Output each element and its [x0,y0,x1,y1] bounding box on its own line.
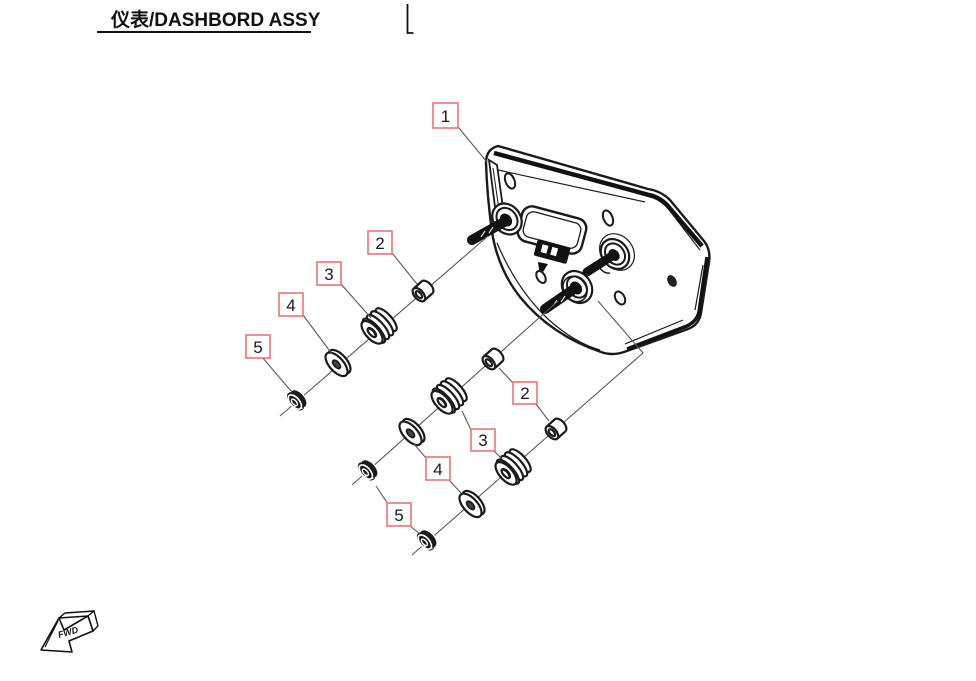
callout-2-chain-bc[interactable]: 2 [512,381,538,405]
leader-line [498,367,514,384]
frame-corner-mark [406,4,414,34]
callout-4-chain-a[interactable]: 4 [278,292,304,317]
callout-2-chain-a[interactable]: 2 [367,230,393,255]
stud-right [582,251,617,277]
callout-3-label: 3 [478,431,487,450]
leader-line [302,314,333,355]
callout-5-chain-a[interactable]: 5 [245,334,271,359]
right-bezel-band [626,256,709,351]
callout-3-chain-bc[interactable]: 3 [470,428,496,452]
leader-line [375,485,389,505]
title-underline [97,31,311,33]
callout-5-label: 5 [253,338,262,357]
leader-line [535,403,550,422]
back-hole-2 [613,290,627,306]
leader-line [493,450,504,461]
mounting-boss-right [582,233,636,277]
leader-line [448,479,462,494]
callout-1[interactable]: 1 [432,102,459,129]
callout-3-label: 3 [324,265,333,284]
back-hole-1 [535,270,547,284]
leader-line [261,356,292,392]
stud-left [467,217,509,245]
wire-connector [533,239,571,264]
leader-line [409,525,421,535]
axis-line-c [411,300,644,556]
callout-4-label: 4 [433,460,442,479]
fwd-arrow-body [40,615,94,653]
top-bezel-band [493,150,704,248]
leader-line [457,126,488,163]
callout-2-label: 2 [375,234,384,253]
part-washer [320,345,356,381]
leader-line [340,283,372,319]
part-grommet [489,444,537,491]
part-grommet [355,303,403,350]
vent-hole-left [503,172,517,190]
mounting-boss-middle [540,269,594,314]
part-washer [394,414,430,450]
part-spacer [542,415,570,443]
leader-line [461,410,472,431]
callout-5-chain-bc[interactable]: 5 [386,502,412,527]
leader-line [391,252,418,285]
page-title: 仪表/DASHBORD ASSY [110,8,321,31]
back-hole-3 [667,275,677,287]
callout-2-label: 2 [520,384,529,403]
callout-5-label: 5 [394,506,403,525]
mounting-boss-left [467,202,523,245]
stud-middle [540,284,579,314]
callout-3-chain-a[interactable]: 3 [316,261,342,286]
vent-hole-right [601,209,615,227]
leader-lines [261,126,550,535]
left-end-cap-line [492,167,500,211]
callout-1-label: 1 [441,107,450,126]
part-spacer [479,345,507,373]
leader-line [413,443,427,459]
dashboard-unit [467,144,711,356]
header: 仪表/DASHBORD ASSY [97,4,414,34]
fwd-direction-arrow: FWD [40,610,99,653]
callout-4-label: 4 [286,296,295,315]
callout-4-chain-bc[interactable]: 4 [425,456,451,481]
inner-contour-lines [496,169,704,351]
